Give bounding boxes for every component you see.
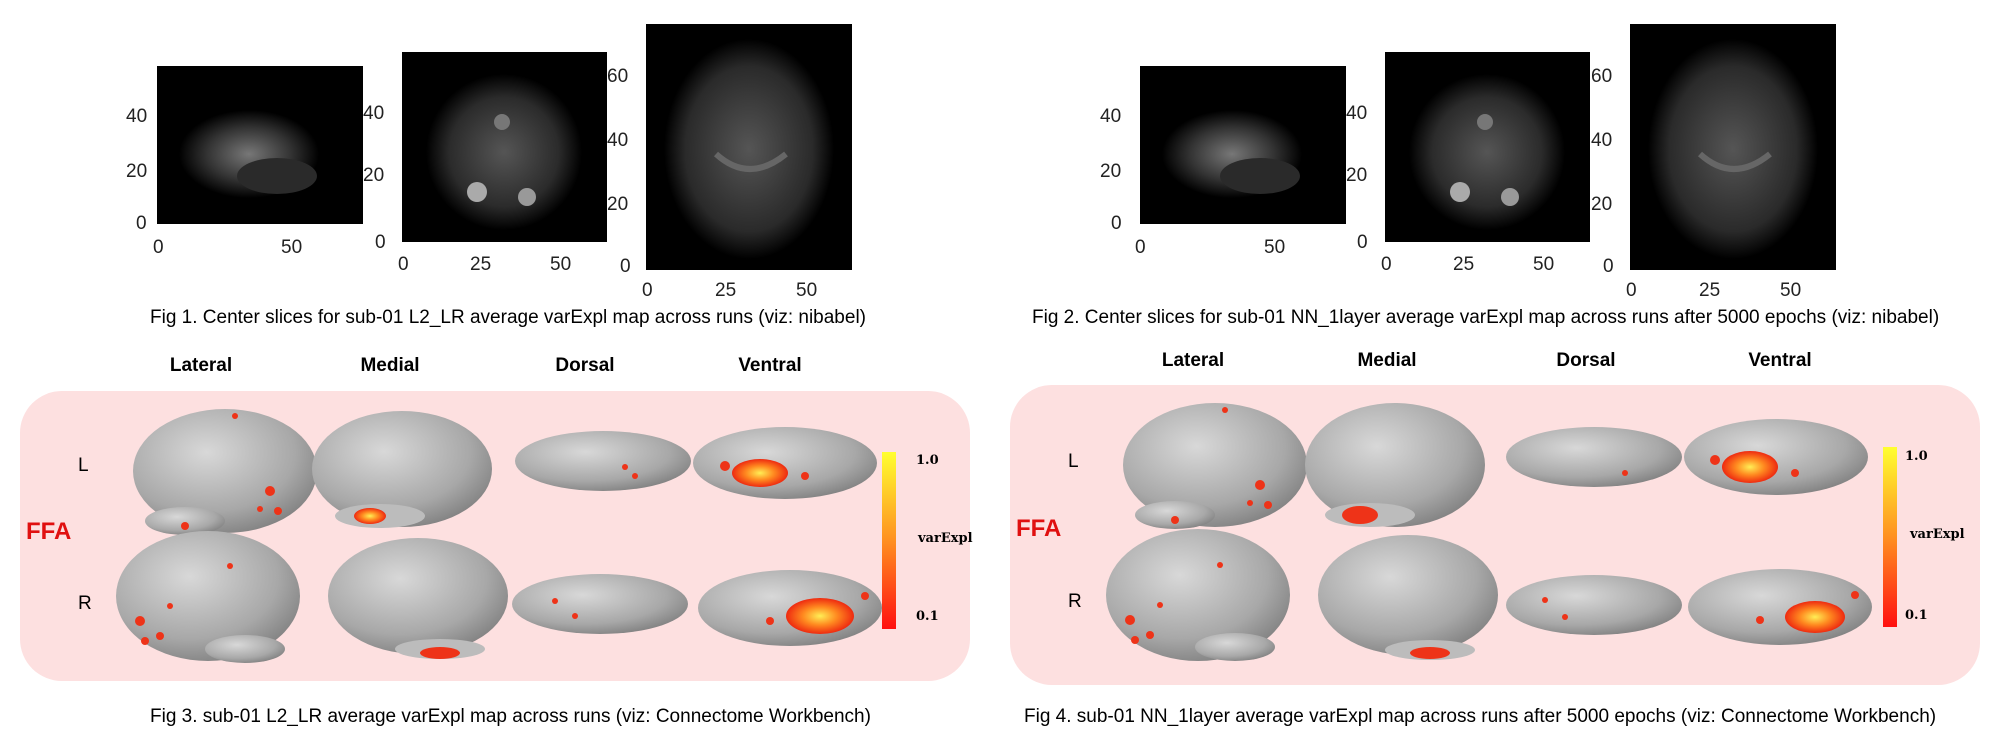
fig4-hemi-right: R <box>1068 591 1082 612</box>
fig1-s2-ytick-1: 20 <box>363 165 385 186</box>
fig2-s2-xtick-2: 50 <box>1533 254 1555 275</box>
fig3-colorbar-max: 1.0 <box>916 453 939 468</box>
fig2-slice-sagittal <box>1140 66 1346 224</box>
fig3-brain-lateral-R <box>116 531 300 663</box>
fig3-roi-label: FFA <box>26 518 72 545</box>
fig1-s3-xtick-0: 0 <box>642 280 653 301</box>
fig2-s3-ytick-1: 40 <box>1591 130 1613 151</box>
fig2-s3-xtick-2: 50 <box>1780 280 1802 301</box>
fig2-s3-xtick-1: 25 <box>1699 280 1721 301</box>
fig1-s1-xtick-1: 50 <box>281 237 303 258</box>
fig3-view-ventral: Ventral <box>738 355 802 376</box>
fig1-s2-xtick-2: 50 <box>550 254 572 275</box>
brain-slice-image <box>664 39 834 259</box>
fig4-roi-label: FFA <box>1016 515 1062 542</box>
fig3-brain-medial-R <box>328 538 508 659</box>
fig3-brain-lateral-L <box>133 409 317 535</box>
fig4-brain-medial-R <box>1318 535 1498 660</box>
fig2-s2-ytick-1: 20 <box>1346 165 1368 186</box>
fig3-view-lateral: Lateral <box>169 355 233 376</box>
fig4-brain-dorsal-L <box>1506 427 1682 487</box>
fig1-s1-ytick-2: 0 <box>136 213 147 234</box>
fig4-surface-views <box>1106 403 1872 661</box>
fig3-caption: Fig 3. sub-01 L2_LR average varExpl map … <box>150 706 871 727</box>
fig1-s3-xtick-2: 50 <box>796 280 818 301</box>
fig3-brain-medial-L <box>312 411 492 528</box>
fig1-caption: Fig 1. Center slices for sub-01 L2_LR av… <box>150 307 866 328</box>
fig4-colorbar <box>1883 447 1897 627</box>
fig4-brain-dorsal-R <box>1506 575 1682 635</box>
fig1-s3-ytick-0: 60 <box>607 66 629 87</box>
fig2-s2-ytick-0: 40 <box>1346 103 1368 124</box>
fig3-colorbar-label: varExpl <box>918 531 973 546</box>
fig3-hemi-left: L <box>78 455 89 476</box>
fig1-s1-xtick-0: 0 <box>153 237 164 258</box>
brain-slice-image <box>179 110 319 198</box>
fig4-view-dorsal: Dorsal <box>1556 350 1616 371</box>
fig2-s3-ytick-2: 20 <box>1591 194 1613 215</box>
fig2-s3-ytick-0: 60 <box>1591 66 1613 87</box>
fig2-s1-xtick-0: 0 <box>1135 237 1146 258</box>
fig3-surface-views <box>116 409 882 663</box>
fig1-s1-ytick-1: 20 <box>126 161 148 182</box>
fig3-view-dorsal: Dorsal <box>555 355 615 376</box>
fig1-s1-ytick-0: 40 <box>126 106 148 127</box>
fig4-brain-ventral-R <box>1688 569 1872 645</box>
brain-slice-image <box>1648 39 1818 259</box>
fig4-hemi-left: L <box>1068 451 1079 472</box>
fig4-view-medial: Medial <box>1357 350 1417 371</box>
fig1-s2-ytick-0: 40 <box>363 103 385 124</box>
fig4-colorbar-label: varExpl <box>1910 527 1965 542</box>
fig4-brain-lateral-L <box>1123 403 1307 529</box>
fig4-brain-ventral-L <box>1684 419 1868 495</box>
brain-slice-image <box>426 74 582 230</box>
brain-slice-image <box>1162 110 1302 198</box>
fig2-s2-xtick-0: 0 <box>1381 254 1392 275</box>
fig3-colorbar-min: 0.1 <box>916 609 939 624</box>
brain-slice-image <box>1409 74 1565 230</box>
fig2-s1-ytick-1: 20 <box>1100 161 1122 182</box>
fig1-slice-sagittal <box>157 66 363 224</box>
fig1-s3-xtick-1: 25 <box>715 280 737 301</box>
fig1-s2-ytick-2: 0 <box>375 232 386 253</box>
fig1-s3-ytick-2: 20 <box>607 194 629 215</box>
fig2-s1-xtick-1: 50 <box>1264 237 1286 258</box>
fig3-hemi-right: R <box>78 593 92 614</box>
fig3-brain-ventral-L <box>693 427 877 499</box>
fig1-slice-axial <box>646 24 852 270</box>
fig2-s3-xtick-0: 0 <box>1626 280 1637 301</box>
fig1-slice-coronal <box>402 52 607 242</box>
fig4-colorbar-max: 1.0 <box>1905 449 1928 464</box>
fig3-brain-dorsal-R <box>512 574 688 634</box>
fig2-slice-axial <box>1630 24 1836 270</box>
fig4-colorbar-min: 0.1 <box>1905 608 1928 623</box>
fig2-s1-ytick-0: 40 <box>1100 106 1122 127</box>
fig1-s2-xtick-1: 25 <box>470 254 492 275</box>
fig2-s3-ytick-3: 0 <box>1603 256 1614 277</box>
fig2-s2-ytick-2: 0 <box>1357 232 1368 253</box>
fig1-s3-ytick-3: 0 <box>620 256 631 277</box>
fig3-brain-ventral-R <box>698 570 882 646</box>
fig1-s2-xtick-0: 0 <box>398 254 409 275</box>
fig4-brain-medial-L <box>1305 403 1485 527</box>
fig4-caption: Fig 4. sub-01 NN_1layer average varExpl … <box>1024 706 1937 727</box>
fig1-s3-ytick-1: 40 <box>607 130 629 151</box>
fig4-view-lateral: Lateral <box>1161 350 1225 371</box>
fig4-brain-lateral-R <box>1106 529 1290 661</box>
fig2-slice-coronal <box>1385 52 1590 242</box>
fig3-colorbar <box>882 452 896 629</box>
fig3-brain-dorsal-L <box>515 431 691 491</box>
fig4-view-ventral: Ventral <box>1748 350 1812 371</box>
fig2-s1-ytick-2: 0 <box>1111 213 1122 234</box>
fig2-s2-xtick-1: 25 <box>1453 254 1475 275</box>
fig2-caption: Fig 2. Center slices for sub-01 NN_1laye… <box>1032 307 1940 328</box>
fig3-view-medial: Medial <box>360 355 420 376</box>
